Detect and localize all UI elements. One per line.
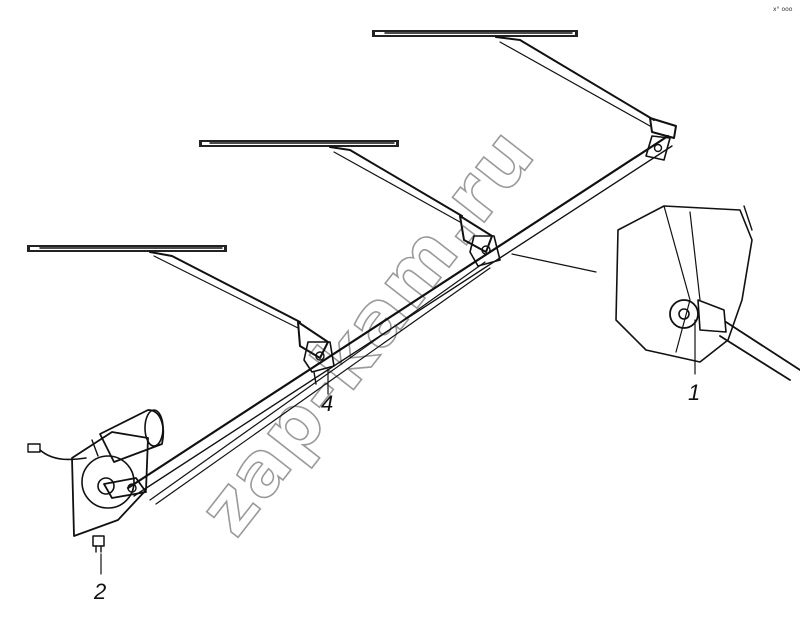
callout-4: 4 [321, 391, 333, 416]
wiper-blade-right [372, 30, 677, 139]
wiper-pivot-middle [469, 235, 501, 267]
callout-2: 2 [93, 579, 106, 604]
wiper-motor-cable [27, 443, 87, 461]
leader-line-1-link [511, 253, 597, 273]
wiper-blade-left [27, 245, 329, 359]
detail-view-pivot [615, 205, 800, 381]
wiper-pivot-left [303, 341, 335, 385]
wiper-blade-middle [199, 140, 493, 253]
callout-1: 1 [688, 380, 700, 405]
motor-crank [103, 477, 147, 499]
wiper-pivot-right [645, 135, 671, 161]
corner-mark: x° ooo [773, 6, 793, 13]
linkage-rod [126, 134, 673, 505]
mounting-bolt [92, 535, 105, 553]
wiper-motor [71, 409, 165, 537]
